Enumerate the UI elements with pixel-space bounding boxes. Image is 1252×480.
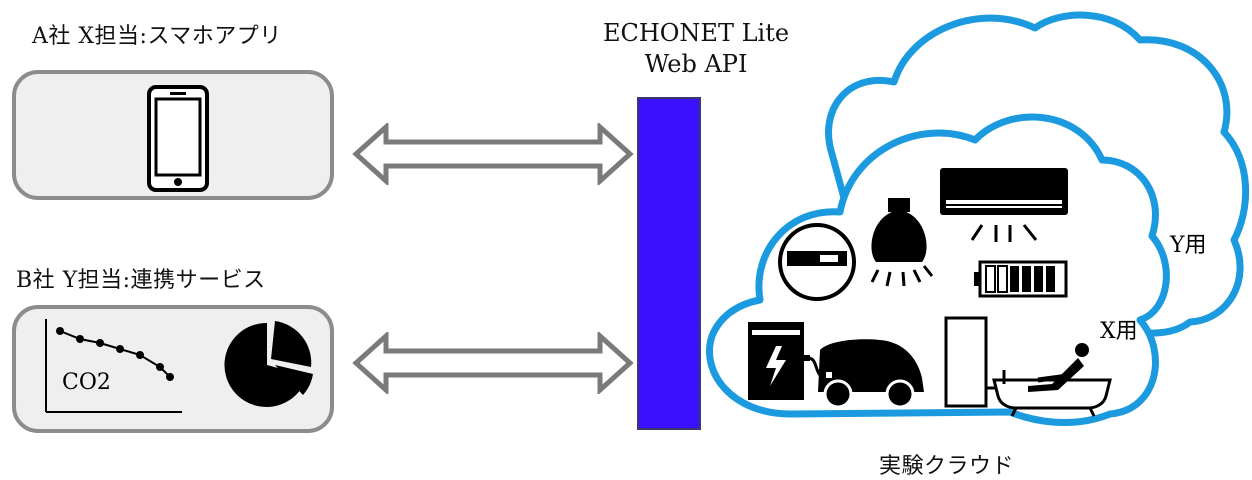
smart-meter-icon <box>778 223 856 301</box>
air-conditioner-icon <box>940 168 1068 242</box>
pie-chart-icon <box>224 321 313 407</box>
api-title-line1: ECHONET Lite <box>602 19 790 47</box>
company-b-label: B社 Y担当:連携サービス <box>16 268 266 293</box>
company-a-label: A社 X担当:スマホアプリ <box>32 24 282 49</box>
electric-car-icon <box>818 339 924 409</box>
double-arrow-b <box>352 332 634 394</box>
smartphone-app-box <box>12 70 334 200</box>
api-bar <box>637 97 701 430</box>
smartphone-icon <box>147 85 209 192</box>
api-title: ECHONET Lite Web API <box>571 18 821 80</box>
co2-label: CO2 <box>62 370 111 395</box>
ev-charger-icon <box>748 322 831 400</box>
light-bulb-icon <box>870 198 934 287</box>
x-use-label: X用 <box>1100 319 1138 344</box>
cloud-caption: 実験クラウド <box>879 454 1015 479</box>
linked-service-box: CO2 <box>12 305 334 433</box>
battery-icon <box>974 260 1068 298</box>
bathtub-icon <box>992 343 1112 417</box>
line-chart-icon: CO2 <box>45 319 182 413</box>
double-arrow-a <box>352 123 634 185</box>
cloud-diagram: Y用 X用 <box>706 11 1250 426</box>
water-heater-icon <box>944 316 1010 408</box>
y-use-label: Y用 <box>1169 233 1207 258</box>
api-title-line2: Web API <box>644 50 748 78</box>
